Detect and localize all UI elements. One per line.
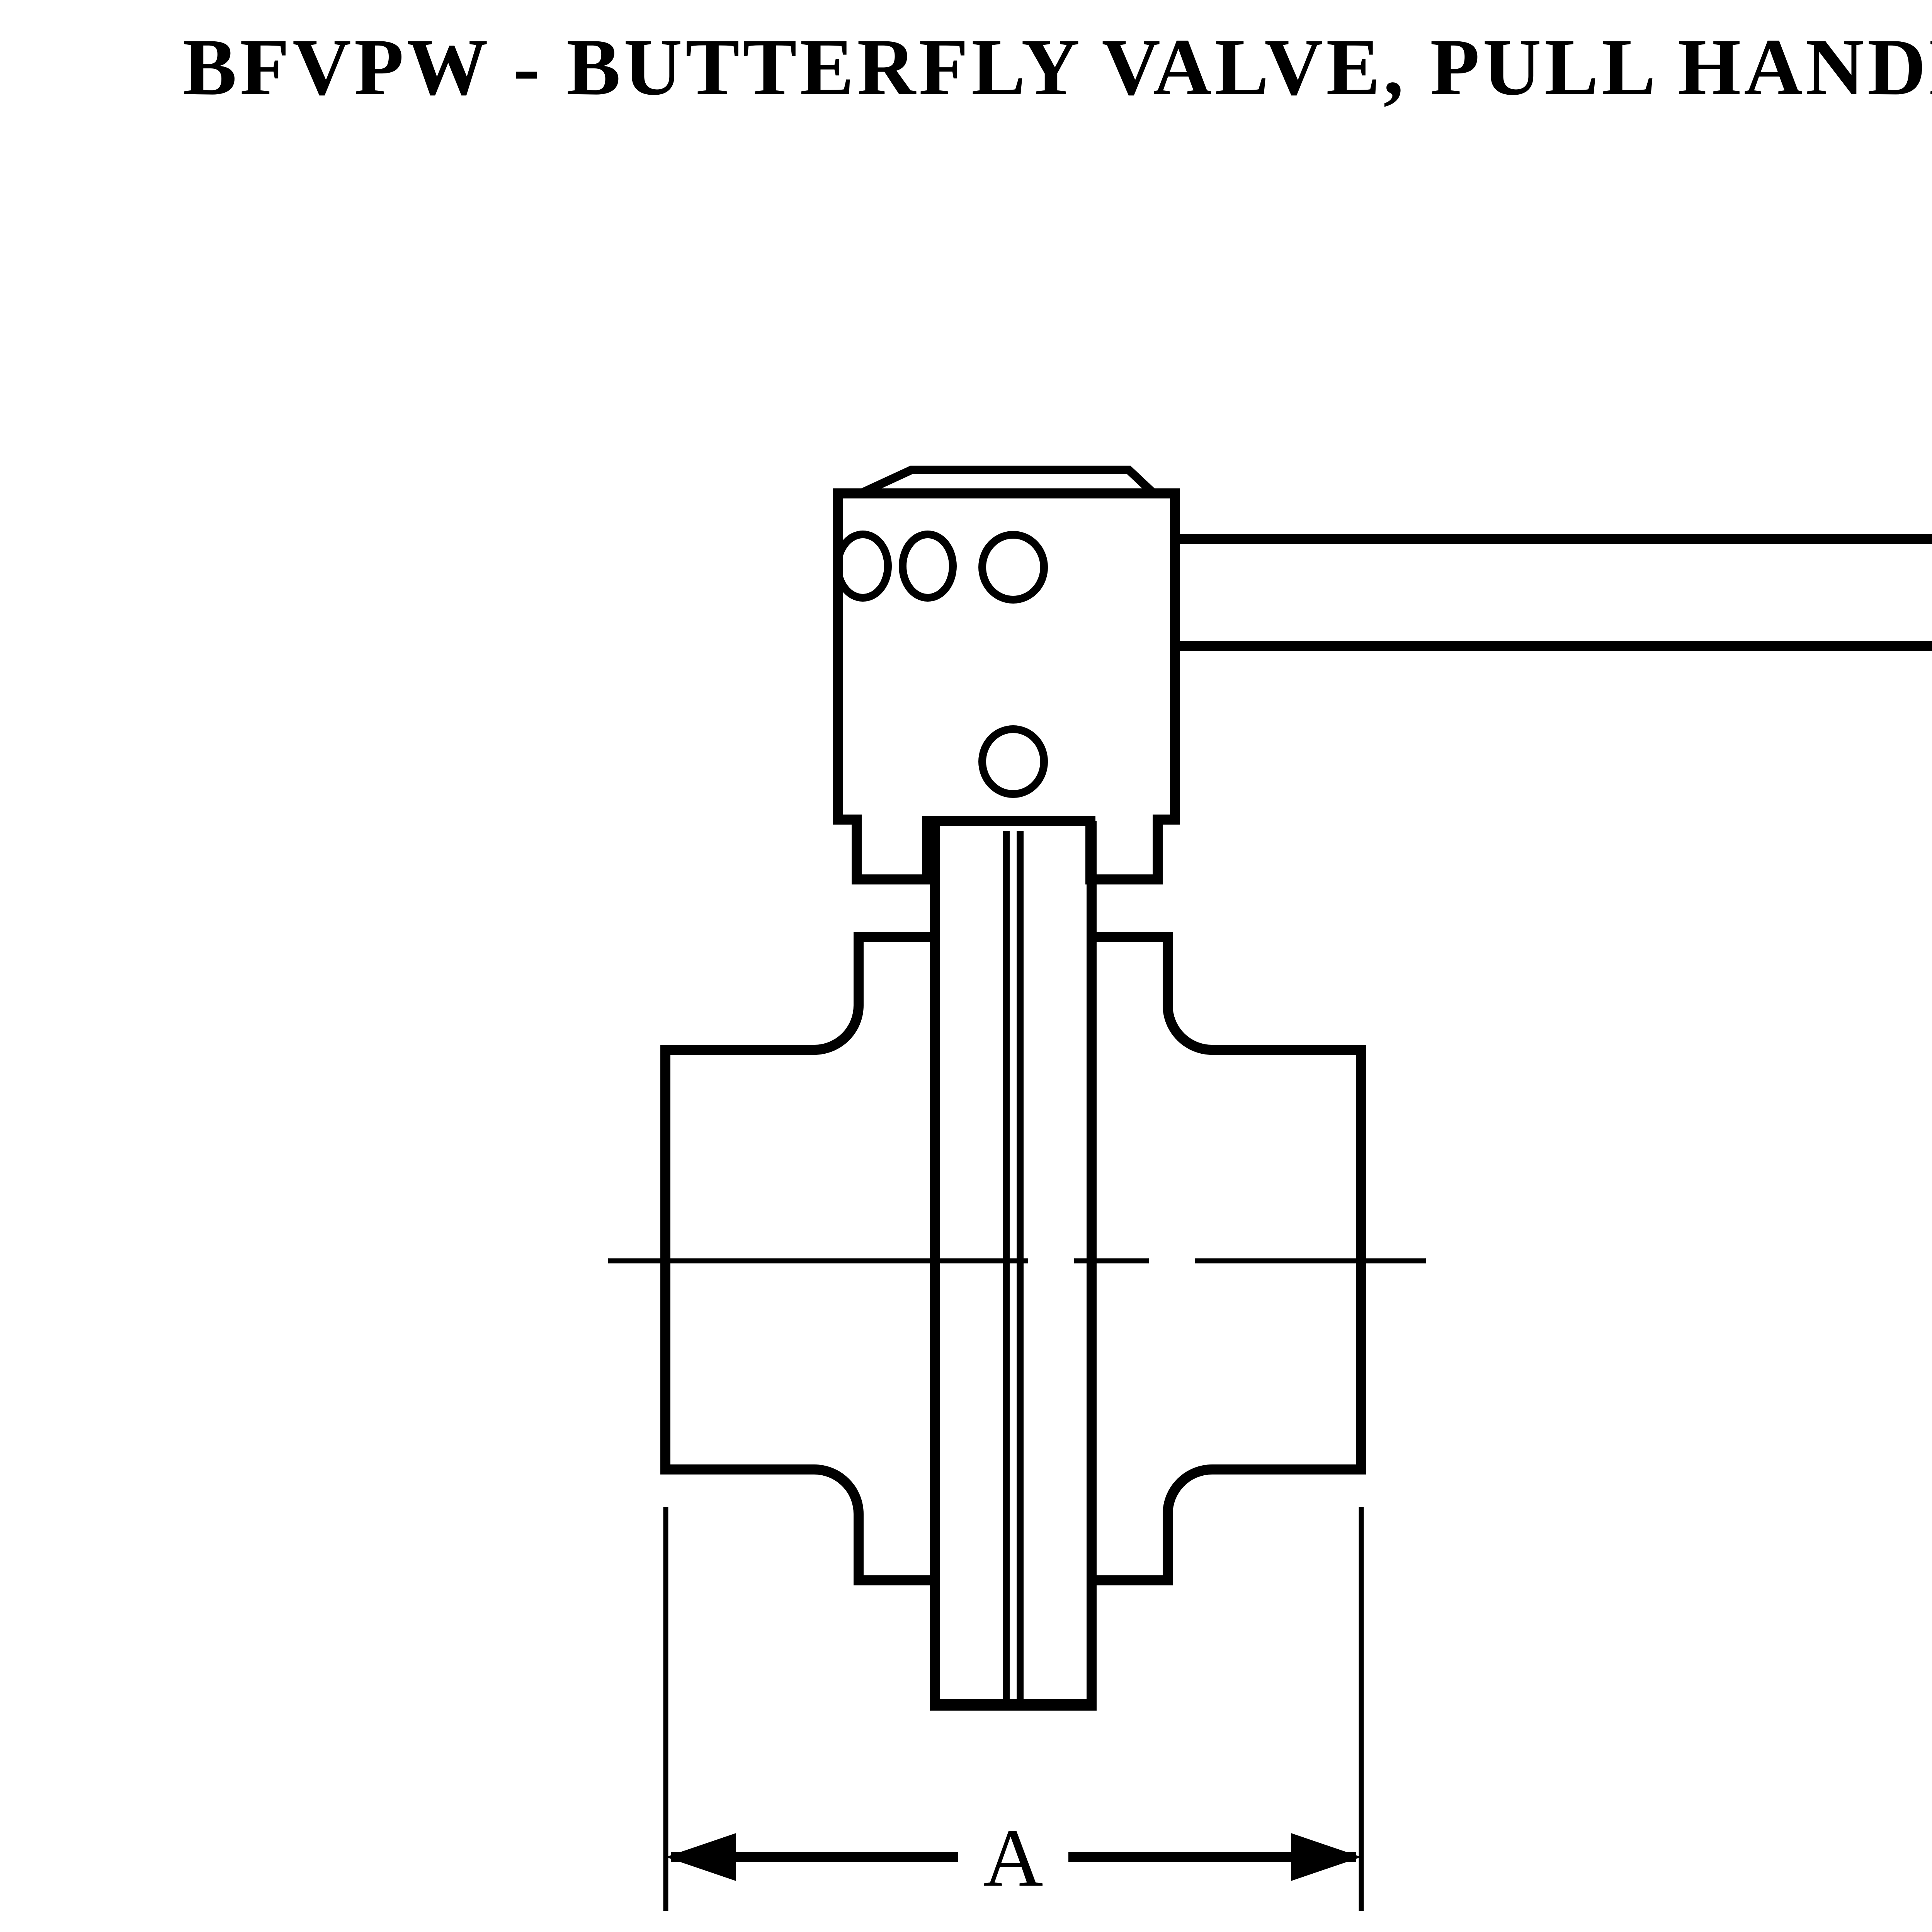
handle-cap <box>859 466 1157 497</box>
dimension-arrow-right <box>1291 1833 1361 1881</box>
page-title: BFVPW - BUTTERFLY VALVE, PULL HANDLE/WEL… <box>182 22 1932 112</box>
handle-hole-3 <box>978 531 1048 604</box>
dimension-arrow-left <box>666 1833 736 1881</box>
handle-hole-4 <box>978 725 1048 798</box>
valve-drawing: A <box>608 466 1932 1911</box>
dimension-label: A <box>983 1811 1043 1904</box>
handle-hole-2 <box>899 531 957 602</box>
handle-hole-1 <box>834 531 892 602</box>
